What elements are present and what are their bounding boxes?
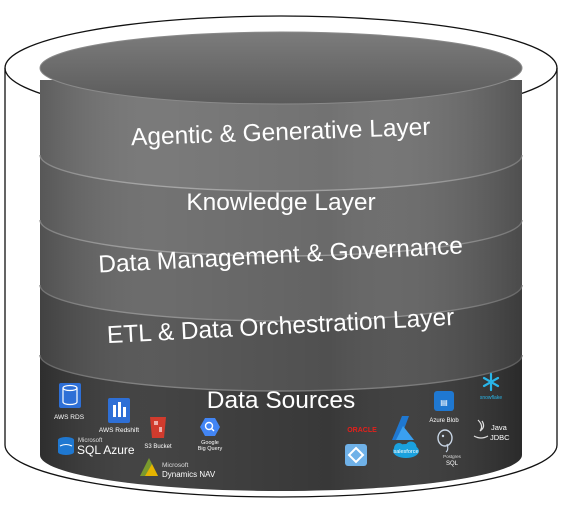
postgres-label-2: SQL — [446, 461, 459, 467]
s3-bucket-label: S3 Bucket — [144, 444, 172, 450]
bigquery-label-1: Google — [201, 440, 219, 446]
layer-label-knowledge: Knowledge Layer — [186, 189, 375, 216]
salesforce-icon — [393, 441, 419, 458]
azure-blob-logo: ▤ Azure Blob — [429, 391, 459, 424]
dynamics-nav-logo: Microsoft Dynamics NAV — [140, 458, 216, 479]
java-jdbc-logo: Java JDBC — [473, 419, 510, 442]
aws-rds-logo: AWS RDS — [54, 383, 85, 421]
bigquery-icon — [200, 418, 220, 436]
s3-bucket-logo: S3 Bucket — [144, 417, 172, 450]
java-label: Java — [491, 423, 508, 432]
java-icon — [473, 419, 489, 439]
aws-redshift-logo: AWS Redshift — [99, 398, 139, 434]
layer-label-data-sources: Data Sources — [207, 387, 355, 414]
postgres-label-1: Postgres — [443, 454, 462, 459]
synapse-icon — [345, 444, 367, 466]
postgres-icon — [437, 429, 453, 453]
svg-text:▤: ▤ — [440, 398, 448, 407]
sql-azure-icon — [58, 437, 74, 455]
salesforce-label: salesforce — [393, 449, 418, 455]
azure-logo — [392, 416, 414, 440]
dynamics-label: Dynamics NAV — [162, 470, 216, 479]
salesforce-logo: salesforce — [393, 441, 419, 458]
bigquery-label-2: Big Query — [198, 446, 223, 452]
synapse-logo — [345, 444, 367, 466]
s3-bucket-icon — [150, 417, 166, 438]
aws-redshift-label: AWS Redshift — [99, 427, 139, 434]
redshift-icon — [108, 398, 130, 423]
dynamics-small-label: Microsoft — [162, 462, 189, 469]
sql-azure-label: SQL Azure — [77, 443, 135, 457]
azure-blob-label: Azure Blob — [429, 418, 459, 424]
google-bigquery-logo: Google Big Query — [198, 418, 223, 452]
oracle-logo: ORACLE — [347, 427, 377, 434]
aws-rds-label: AWS RDS — [54, 414, 85, 421]
cylinder-top-cap — [39, 31, 523, 105]
sql-azure-logo: Microsoft SQL Azure — [58, 437, 135, 457]
database-icon — [59, 383, 81, 408]
sql-azure-small-label: Microsoft — [78, 438, 103, 444]
azure-icon — [392, 416, 414, 440]
snowflake-logo: snowflake — [480, 372, 502, 401]
oracle-label: ORACLE — [347, 427, 377, 434]
cylinder-shading — [40, 80, 522, 491]
snowflake-icon — [482, 372, 500, 392]
snowflake-label: snowflake — [480, 395, 502, 401]
jdbc-label: JDBC — [490, 433, 510, 442]
blob-icon: ▤ — [434, 391, 454, 411]
dynamics-nav-icon — [140, 458, 158, 476]
postgres-logo: Postgres SQL — [437, 429, 462, 467]
